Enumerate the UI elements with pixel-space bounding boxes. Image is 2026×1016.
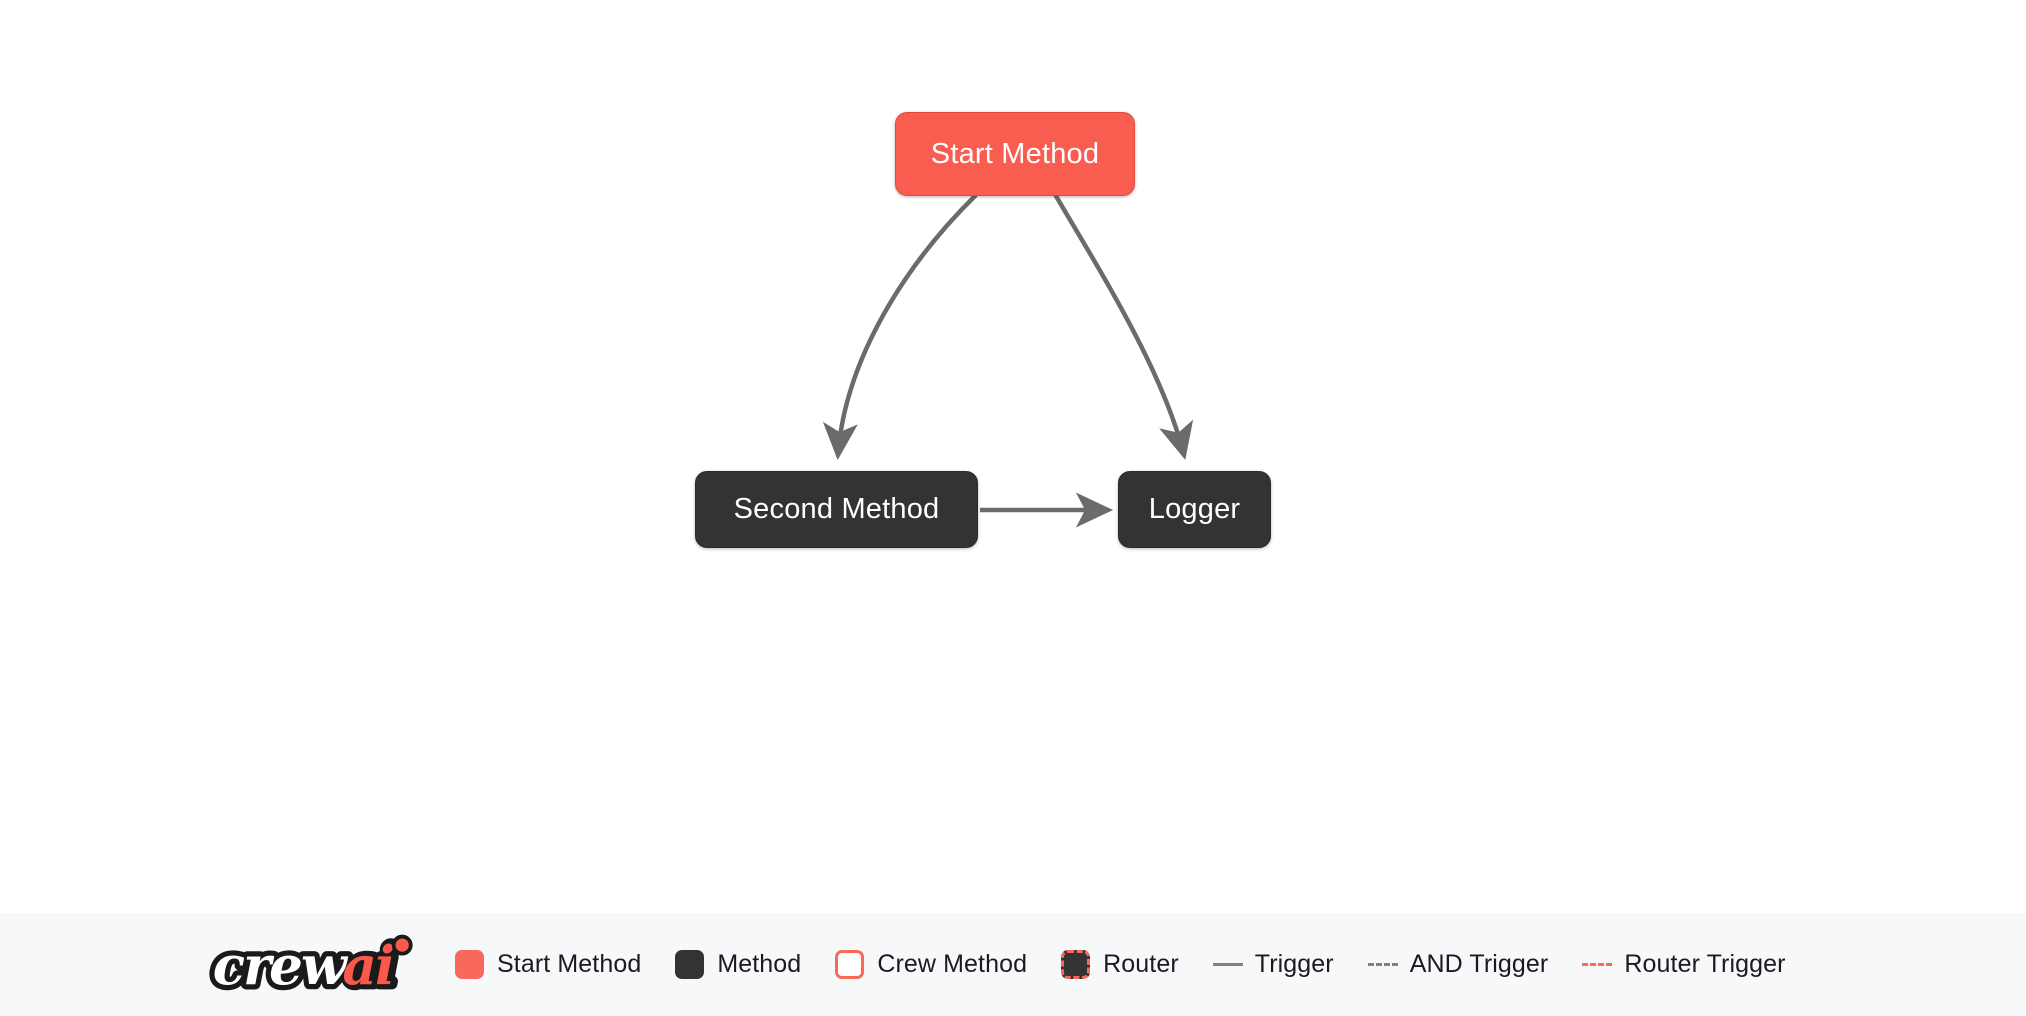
crewai-logo: crewai crew crew ai xyxy=(208,929,413,1001)
flow-node-label: Logger xyxy=(1148,493,1241,525)
flow-canvas[interactable]: Start Method Second Method Logger xyxy=(0,0,2026,913)
legend-item-label: AND Trigger xyxy=(1409,950,1549,978)
legend-item-label: Method xyxy=(717,950,802,978)
legend-content: crewai crew crew ai Start Method Method xyxy=(205,929,1820,1001)
legend-item-method[interactable]: Method xyxy=(675,950,801,979)
crewai-logo-ai-text: ai xyxy=(343,933,394,996)
flow-edges-layer xyxy=(822,193,1194,528)
edge-start-method-to-second-method[interactable] xyxy=(822,193,978,461)
legend-item-router[interactable]: Router xyxy=(1061,950,1179,979)
method-swatch-icon xyxy=(675,950,705,979)
crew-method-swatch-icon xyxy=(835,950,865,979)
flow-node-start-method[interactable]: Start Method xyxy=(895,112,1135,196)
crewai-logo-dot xyxy=(391,934,413,956)
legend-item-trigger[interactable]: Trigger xyxy=(1212,950,1334,979)
edge-start-method-to-logger[interactable] xyxy=(1053,193,1194,460)
start-method-swatch-icon xyxy=(455,950,484,979)
crewai-logo-crew-text: crew xyxy=(213,933,349,996)
flow-node-logger[interactable]: Logger xyxy=(1118,471,1271,548)
router-trigger-line-icon xyxy=(1582,963,1613,966)
legend-item-router-trigger[interactable]: Router Trigger xyxy=(1582,950,1785,979)
legend-item-crew-method[interactable]: Crew Method xyxy=(835,950,1027,979)
trigger-line-icon xyxy=(1212,963,1243,966)
router-swatch-icon xyxy=(1061,950,1091,979)
crewai-logo-outline: crewai xyxy=(213,933,396,996)
legend-item-label: Start Method xyxy=(497,950,642,978)
legend-item-start-method[interactable]: Start Method xyxy=(455,950,641,979)
flow-node-label: Second Method xyxy=(733,493,940,525)
legend-bar: crewai crew crew ai Start Method Method xyxy=(0,913,2026,1016)
flow-node-label: Start Method xyxy=(930,137,1100,170)
legend-item-label: Router xyxy=(1103,950,1179,978)
and-trigger-line-icon xyxy=(1367,963,1398,966)
legend-item-label: Router Trigger xyxy=(1624,950,1786,978)
legend-item-label: Trigger xyxy=(1254,950,1334,978)
legend-item-label: Crew Method xyxy=(877,950,1028,978)
flow-node-second-method[interactable]: Second Method xyxy=(695,471,978,548)
legend-item-and-trigger[interactable]: AND Trigger xyxy=(1367,950,1549,979)
